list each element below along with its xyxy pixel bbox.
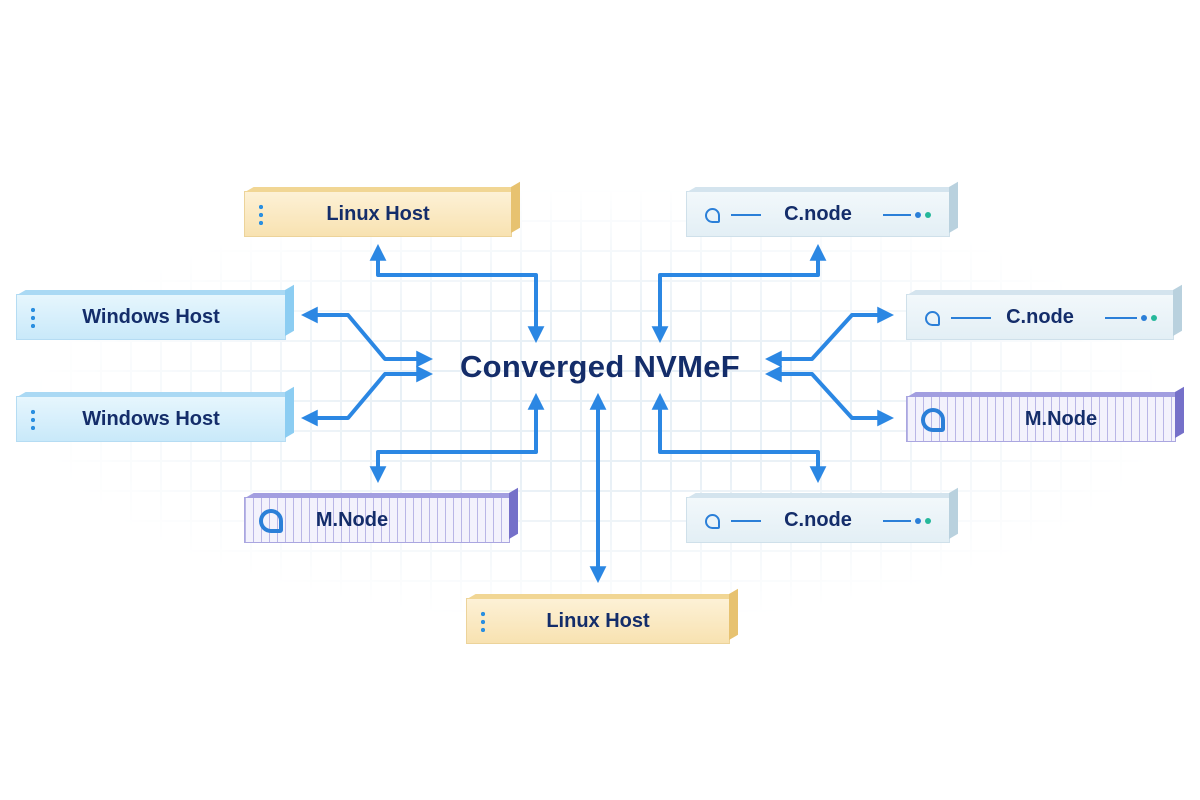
link-windows-host-2	[300, 365, 434, 427]
m-node-left[interactable]: M.Node	[244, 497, 510, 543]
node-label: C.node	[1006, 305, 1074, 328]
windows-host-2[interactable]: Windows Host	[16, 396, 286, 442]
led-green-icon	[1151, 315, 1157, 321]
linux-host-top[interactable]: Linux Host	[244, 191, 512, 237]
led-blue-icon	[1141, 315, 1147, 321]
m-node-right[interactable]: M.Node	[906, 396, 1176, 442]
link-c-node-bottom	[651, 392, 827, 484]
dash-line-icon	[951, 317, 991, 319]
c-node-top[interactable]: C.node	[686, 191, 950, 237]
dash-line-icon	[1105, 317, 1137, 319]
led-green-icon	[925, 518, 931, 524]
mnode-logo-icon	[259, 509, 283, 533]
c-node-mid[interactable]: C.node	[906, 294, 1174, 340]
cnode-logo-icon	[925, 311, 940, 326]
led-blue-icon	[915, 212, 921, 218]
menu-dots-icon	[259, 203, 263, 225]
node-label: M.Node	[1024, 407, 1098, 430]
node-label: Linux Host	[546, 609, 650, 632]
link-c-node-mid	[764, 306, 895, 368]
mnode-logo-icon	[921, 408, 945, 432]
node-label: C.node	[784, 508, 852, 531]
node-label: M.Node	[315, 508, 389, 531]
node-label: Windows Host	[82, 407, 220, 430]
link-m-node-left	[369, 392, 545, 484]
led-blue-icon	[915, 518, 921, 524]
hub-converged-nvmef: Converged NVMeF	[459, 349, 741, 384]
linux-host-bottom[interactable]: Linux Host	[466, 598, 730, 644]
menu-dots-icon	[31, 408, 35, 430]
link-c-node-top	[651, 243, 827, 344]
node-label: Windows Host	[82, 305, 220, 328]
link-m-node-right	[764, 365, 895, 427]
dash-line-icon	[731, 214, 761, 216]
cnode-logo-icon	[705, 208, 720, 223]
link-windows-host-1	[300, 306, 434, 368]
node-label: C.node	[784, 202, 852, 225]
menu-dots-icon	[481, 610, 485, 632]
cnode-logo-icon	[705, 514, 720, 529]
dash-line-icon	[883, 520, 911, 522]
windows-host-1[interactable]: Windows Host	[16, 294, 286, 340]
dash-line-icon	[883, 214, 911, 216]
link-linux-host-top	[369, 243, 545, 344]
menu-dots-icon	[31, 306, 35, 328]
dash-line-icon	[731, 520, 761, 522]
led-green-icon	[925, 212, 931, 218]
node-label: Linux Host	[326, 202, 430, 225]
c-node-bottom[interactable]: C.node	[686, 497, 950, 543]
